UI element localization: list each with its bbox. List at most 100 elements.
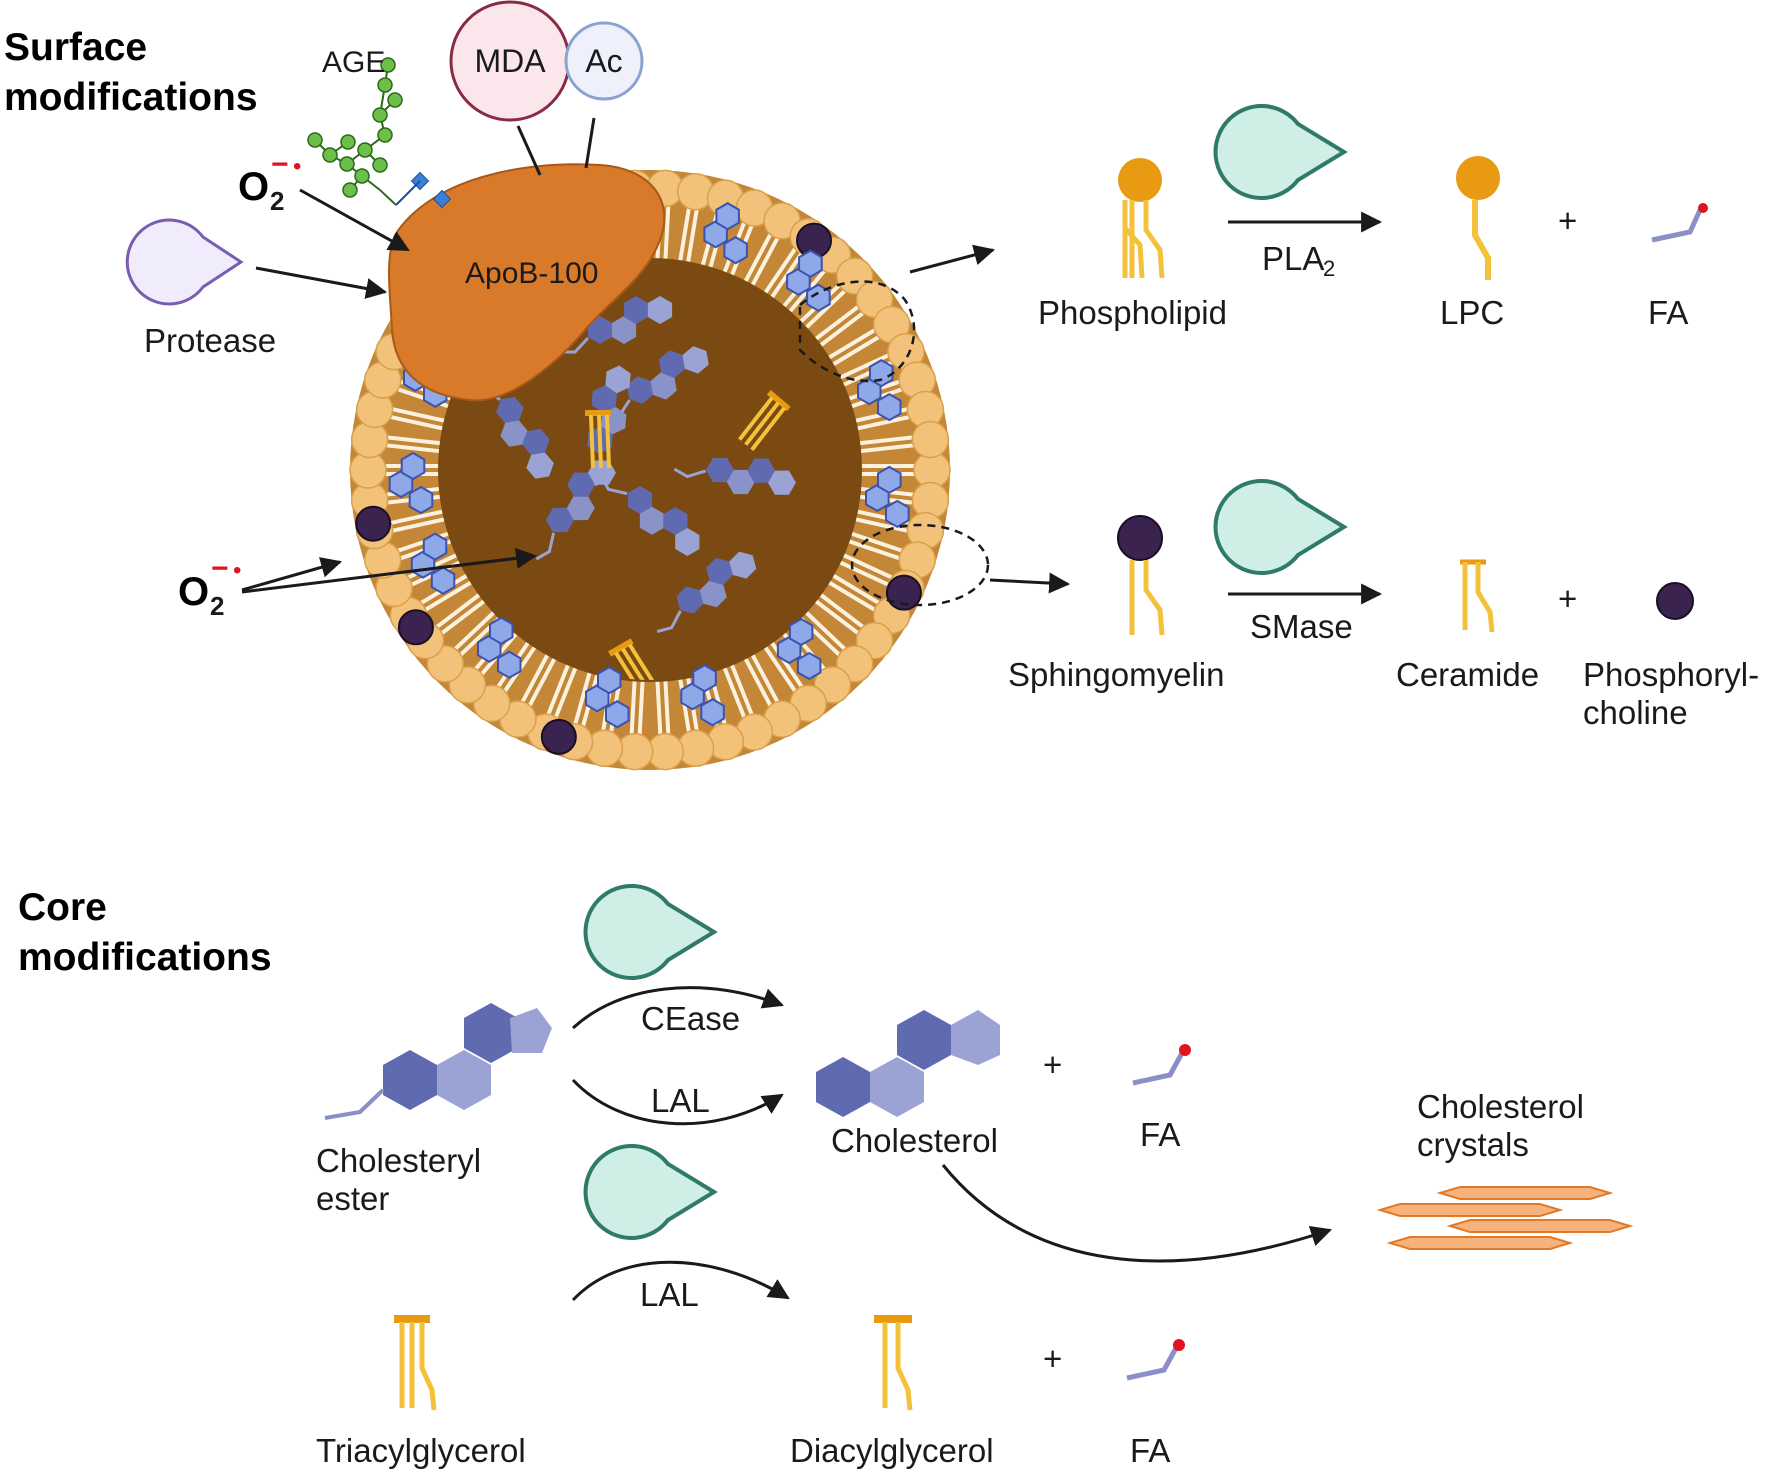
fa-label-pla2: FA: [1648, 294, 1688, 331]
crystals-label-line1: Cholesterol: [1417, 1088, 1584, 1125]
fa-molecule-core-top: [1132, 1044, 1191, 1086]
sphingomyelin-molecule: [1117, 515, 1165, 636]
sterol-ring: [726, 469, 755, 495]
surface-heading-line1: Surface: [4, 26, 147, 69]
cholesteryl-ester-label-line1: Cholesteryl: [316, 1142, 481, 1179]
tag-glycerol: [766, 389, 791, 412]
cholesterol-crystals: [1376, 1186, 1634, 1250]
sterol-ring: [626, 376, 654, 404]
tag-chain: [627, 643, 660, 680]
triacylglycerol: [738, 389, 791, 452]
superoxide-top: O 2 − •: [238, 148, 301, 216]
sterol-ring: [798, 249, 823, 278]
sterol-ring: [430, 566, 456, 595]
sterol-ring: [706, 557, 734, 585]
sterol-ring: [699, 580, 727, 608]
sphingomyelin-head: [885, 574, 922, 611]
sterol-ring: [715, 202, 740, 231]
apob-100-protein: [388, 163, 666, 402]
sterol-ring: [796, 651, 822, 681]
superoxide-radical: •: [293, 153, 301, 180]
protease-label: Protease: [144, 322, 276, 359]
cease-label: CEase: [641, 1000, 740, 1037]
sterol-ring: [729, 551, 757, 579]
sterol-ring: [489, 616, 514, 645]
age-label: AGE: [322, 46, 385, 79]
triacylglycerol: [585, 410, 611, 469]
mda-label: MDA: [474, 43, 546, 79]
tag-chain: [605, 414, 611, 469]
sphingomyelin-head: [540, 718, 577, 755]
sterol-ring: [663, 507, 688, 536]
cholesteryl-ester-molecule: [324, 1003, 552, 1120]
shell-contents: [355, 202, 922, 755]
sterol-ring: [546, 507, 574, 533]
cholesteryl-ester: [656, 551, 757, 634]
sterol-ring: [526, 452, 554, 479]
superoxide-charge-2: −: [211, 552, 229, 585]
sterol-ring: [723, 236, 748, 265]
cease-enzyme-icon: [583, 884, 718, 980]
cholesteryl-ester: [604, 346, 709, 421]
cholesteryl-ester: [599, 475, 700, 556]
sterol-ring: [675, 527, 700, 556]
sterol-ring: [700, 698, 725, 727]
ldl-particle: ApoB-100 MDA Ac: [307, 0, 951, 771]
sphingomyelin-head: [397, 609, 434, 646]
tag-chain: [750, 406, 786, 452]
plus-bottom: +: [1043, 1340, 1062, 1377]
sterol-ring: [627, 486, 653, 514]
sterol-ring: [885, 499, 910, 529]
protease-icon: [125, 218, 244, 306]
plus-top: +: [1043, 1046, 1062, 1083]
superoxide-o: O: [238, 165, 269, 209]
core-heading-line1: Core: [18, 886, 107, 929]
sterol-ring: [647, 296, 673, 324]
sterol-ring: [597, 666, 622, 695]
sterol-ring: [623, 296, 649, 324]
smase-label: SMase: [1250, 608, 1353, 645]
sterol-ring: [422, 532, 448, 561]
sphingomyelin-label: Sphingomyelin: [1008, 656, 1224, 693]
tag-chain: [597, 414, 603, 469]
sterol-ring: [676, 586, 704, 614]
sterol-ring: [869, 358, 894, 388]
cholesterol-label: Cholesterol: [831, 1122, 998, 1159]
ceramide-label: Ceramide: [1396, 656, 1539, 693]
fa-molecule-pla2: [1651, 203, 1708, 243]
lpc-molecule: [1456, 156, 1500, 280]
superoxide-o-2: O: [178, 570, 209, 614]
superoxide-radical-2: •: [233, 557, 241, 584]
pla2-label: PLA: [1262, 240, 1324, 277]
surface-heading-line2: modifications: [4, 76, 258, 119]
fa-label-core-top: FA: [1140, 1116, 1180, 1153]
lpc-label: LPC: [1440, 294, 1504, 331]
tag-glycerol: [608, 638, 634, 657]
cholesteryl-ester: [673, 457, 796, 495]
cholesteryl-ester: [479, 374, 554, 479]
pla2-enzyme-icon: [1213, 104, 1348, 200]
sterol-ring: [500, 420, 528, 447]
cholesteryl-ester: [560, 296, 673, 354]
sphingomyelin-head: [355, 505, 392, 542]
ester-tail: [535, 532, 556, 561]
core-contents: [479, 296, 796, 680]
fa-label-core-bottom: FA: [1130, 1432, 1170, 1469]
fa-molecule-core-bottom: [1126, 1339, 1185, 1381]
ac-label: Ac: [585, 43, 622, 79]
tag-chain: [738, 396, 774, 441]
sterol-ring: [658, 350, 686, 378]
sterol-ring: [400, 451, 426, 481]
pla2-subscript: 2: [1323, 256, 1335, 281]
sterol-ring: [566, 495, 595, 521]
phospholipid-head: [911, 420, 950, 459]
superoxide-sub: 2: [270, 186, 284, 216]
sterol-ring: [806, 283, 831, 312]
phospholipid-label: Phospholipid: [1038, 294, 1227, 331]
superoxide-bottom: O 2 − •: [178, 552, 241, 621]
protease-enzyme: [125, 218, 244, 306]
sterol-ring: [692, 664, 717, 693]
apob-100-label: ApoB-100: [465, 257, 598, 290]
sterol-ring: [522, 428, 550, 456]
